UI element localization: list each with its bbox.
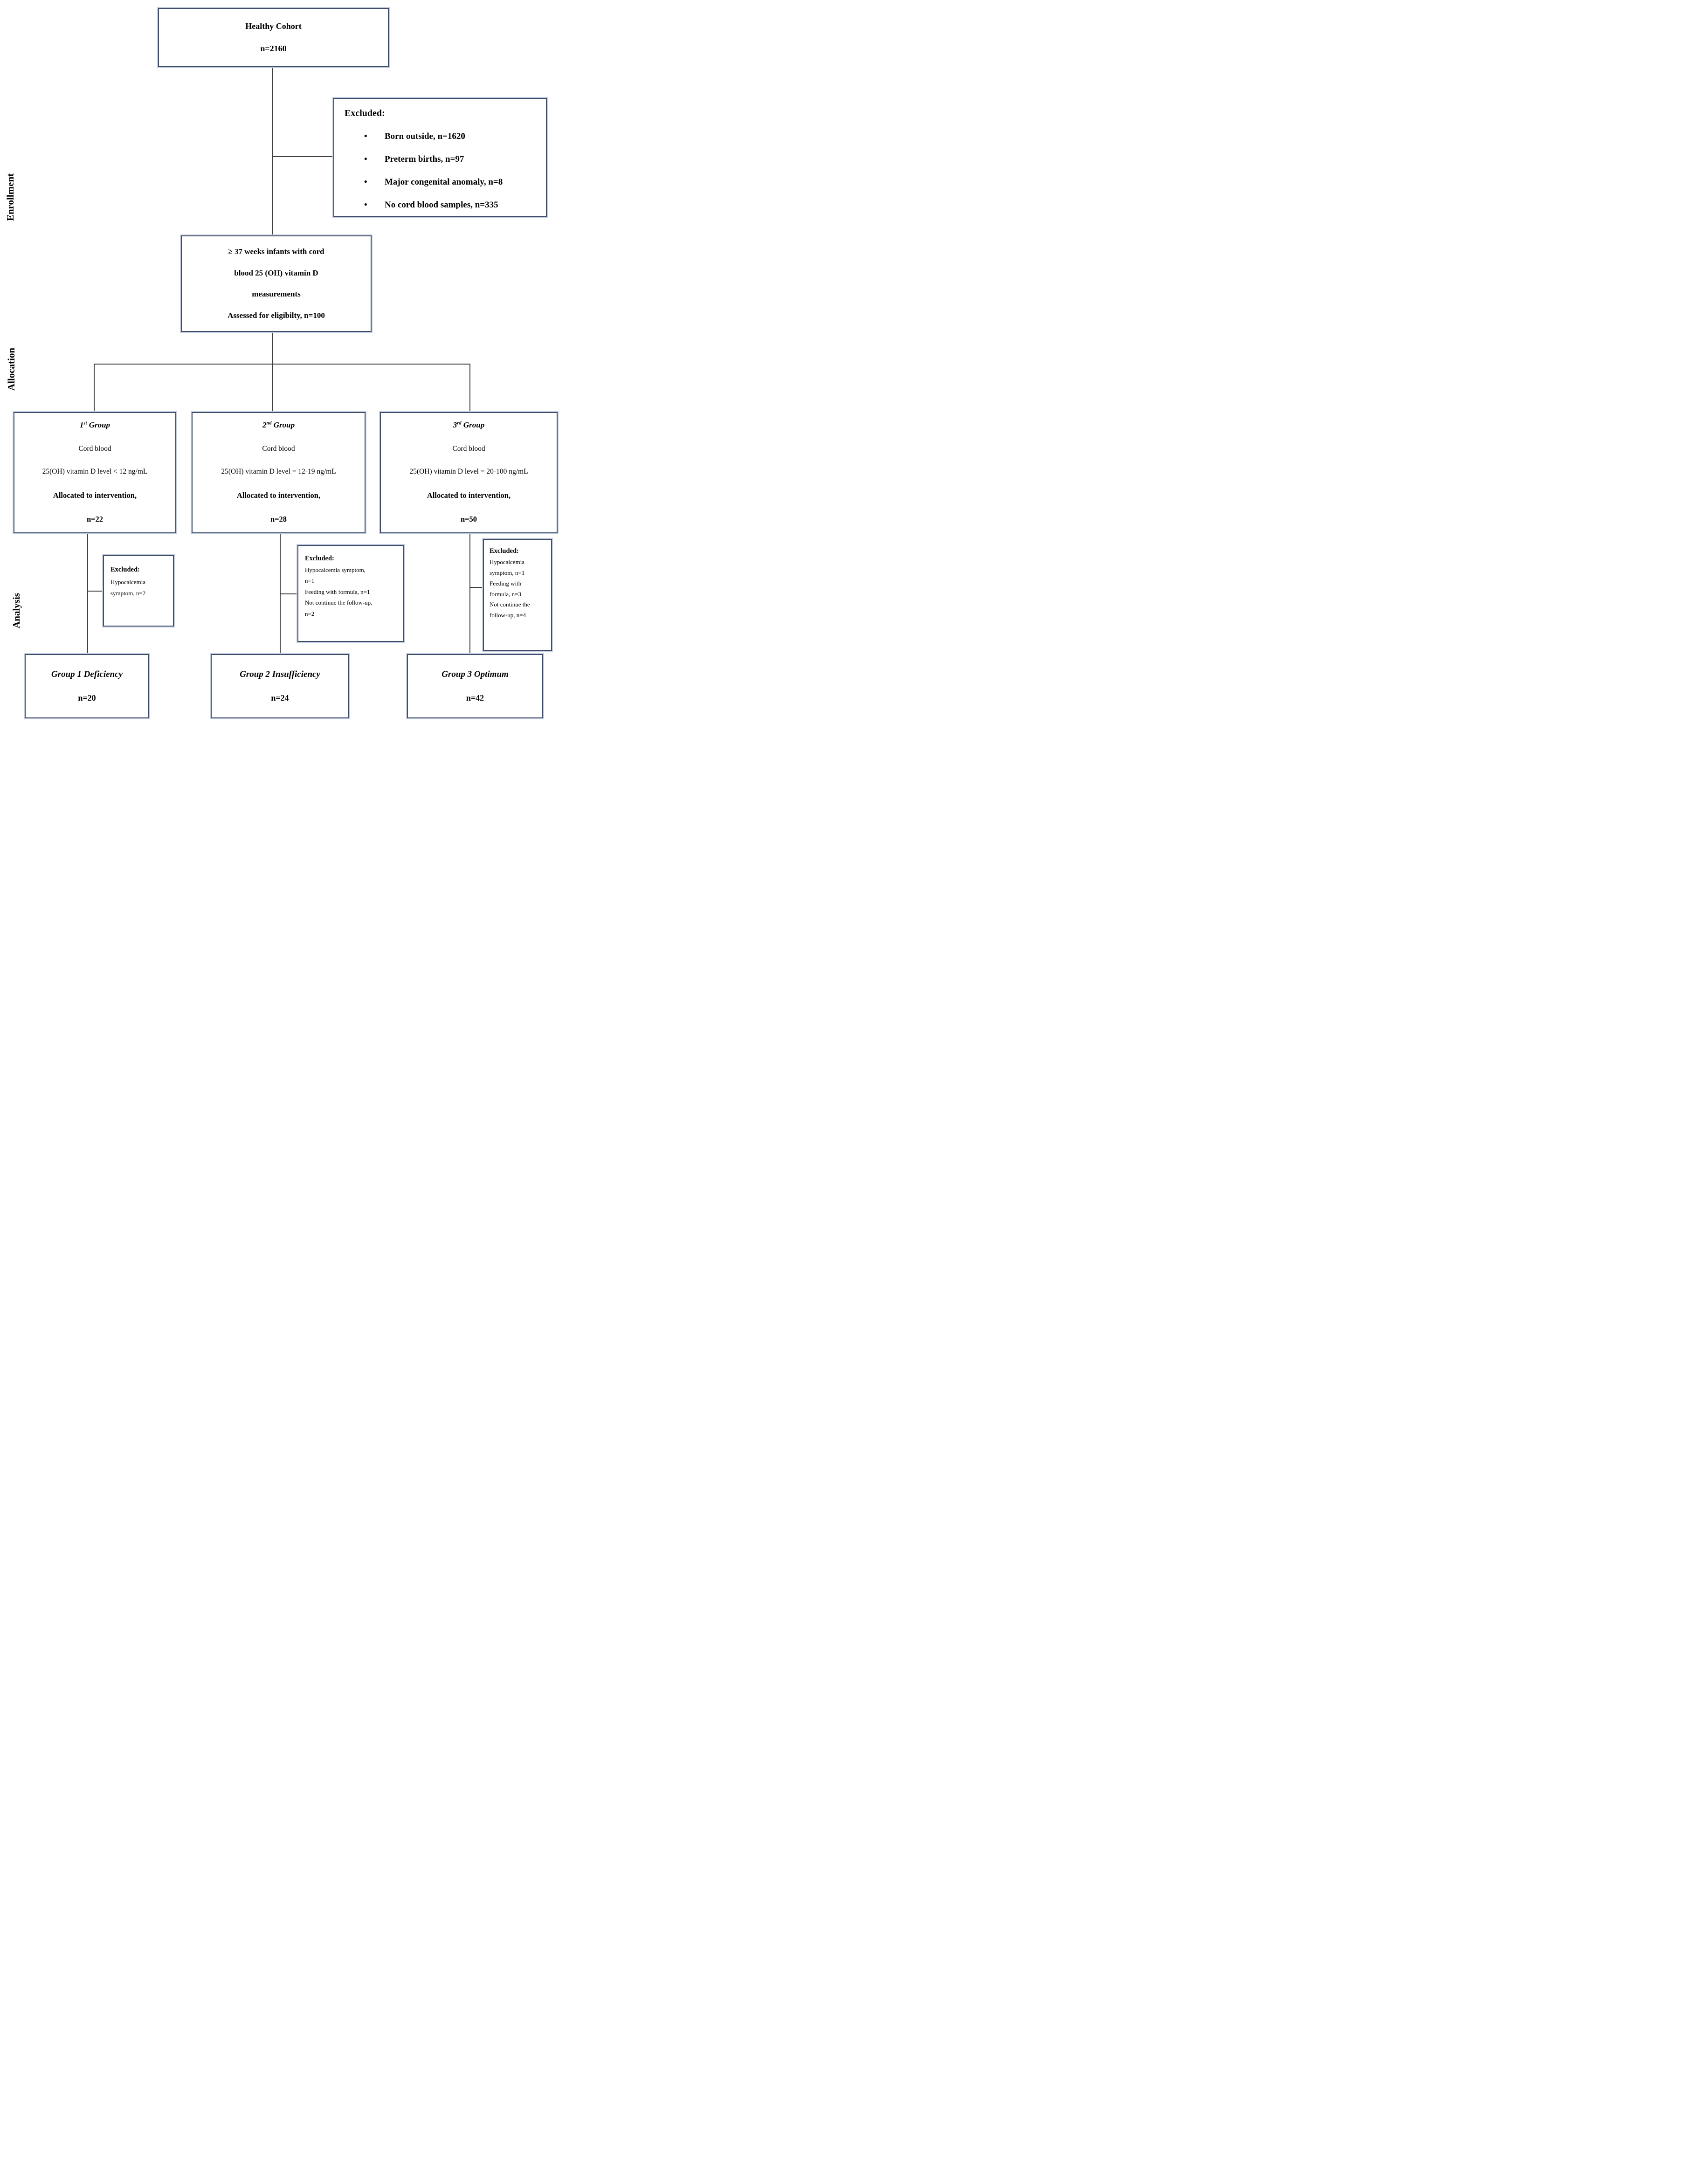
group1-title: 1st Group — [79, 420, 110, 429]
excluded-enrollment-title: Excluded: — [345, 108, 385, 118]
healthy-cohort-title: Healthy Cohort — [245, 21, 302, 31]
excluded-enrollment-list: Born outside, n=1620 Preterm births, n=9… — [345, 119, 503, 210]
excluded-group3-line: formula, n=3 — [490, 590, 521, 598]
final-group2-box: Group 2 Insufficiency n=24 — [211, 654, 349, 718]
connector-group1-to-final — [87, 533, 88, 654]
group2-n: n=28 — [270, 515, 287, 524]
group1-n: n=22 — [86, 515, 103, 524]
group3-box: 3rd Group Cord blood 25(OH) vitamin D le… — [380, 412, 558, 533]
group3-allocated: Allocated to intervention, — [427, 490, 511, 500]
excluded-group2-line: Not continue the follow-up, — [305, 599, 373, 606]
connector-top-to-eligibility — [272, 67, 273, 235]
excluded-item: Major congenital anomaly, n=8 — [364, 177, 503, 187]
group1-allocated: Allocated to intervention, — [53, 490, 137, 500]
group3-title: 3rd Group — [453, 420, 485, 429]
group1-box: 1st Group Cord blood 25(OH) vitamin D le… — [14, 412, 176, 533]
group2-cord-blood: Cord blood — [262, 444, 295, 453]
group3-level: 25(OH) vitamin D level = 20-100 ng/mL — [409, 468, 528, 475]
eligibility-line: blood 25 (OH) vitamin D — [234, 268, 318, 277]
drop-to-group1 — [94, 364, 95, 412]
excluded-group2-line: Hypocalcemia symptom, — [305, 566, 366, 574]
final-group3-box: Group 3 Optimum n=42 — [407, 654, 543, 718]
excluded-group3-line: Hypocalcemia — [490, 558, 525, 566]
group1-level: 25(OH) vitamin D level < 12 ng/mL — [42, 468, 148, 475]
stage-label-allocation: Allocation — [6, 347, 17, 391]
excluded-group1-box: Excluded: Hypocalcemia symptom, n=2 — [103, 555, 174, 627]
group2-level: 25(OH) vitamin D level = 12-19 ng/mL — [221, 468, 336, 475]
excluded-group3-line: follow-up, n=4 — [490, 612, 526, 619]
excluded-group1-title: Excluded: — [110, 566, 140, 573]
group2-title: 2nd Group — [262, 420, 295, 429]
final-group2-n: n=24 — [271, 693, 289, 703]
stage-label-enrollment: Enrollment — [5, 173, 16, 221]
eligibility-line: measurements — [252, 289, 301, 299]
excluded-group2-title: Excluded: — [305, 555, 334, 562]
healthy-cohort-n: n=2160 — [260, 43, 287, 53]
excluded-group3-box: Excluded: Hypocalcemia symptom, n=1 Feed… — [483, 539, 552, 651]
excluded-group2-line: n=2 — [305, 610, 315, 617]
excluded-group3-line: symptom, n=1 — [490, 569, 525, 577]
final-group2-title: Group 2 Insufficiency — [240, 669, 320, 679]
allocation-distribution-line — [94, 364, 470, 365]
healthy-cohort-box: Healthy Cohort n=2160 — [158, 8, 389, 67]
connector-eligibility-to-allocation — [272, 332, 273, 412]
final-group1-title: Group 1 Deficiency — [51, 669, 123, 679]
connector-group3-to-final — [469, 533, 470, 654]
connector-to-excluded-group3 — [469, 587, 483, 588]
final-group3-title: Group 3 Optimum — [441, 669, 509, 679]
excluded-enrollment-box: Excluded: Born outside, n=1620 Preterm b… — [333, 98, 547, 217]
excluded-item: Born outside, n=1620 — [364, 131, 503, 142]
final-group1-n: n=20 — [78, 693, 96, 703]
excluded-group2-line: n=1 — [305, 577, 315, 585]
drop-to-group3 — [469, 364, 470, 412]
group1-cord-blood: Cord blood — [78, 444, 111, 453]
excluded-group3-line: Feeding with — [490, 579, 522, 587]
group2-box: 2nd Group Cord blood 25(OH) vitamin D le… — [192, 412, 366, 533]
final-group1-box: Group 1 Deficiency n=20 — [25, 654, 149, 718]
excluded-group1-line: symptom, n=2 — [110, 590, 146, 597]
connector-to-excluded-group2 — [280, 593, 297, 594]
excluded-group3-line: Not continue the — [490, 601, 530, 608]
eligibility-line: ≥ 37 weeks infants with cord — [228, 247, 324, 256]
excluded-item: No cord blood samples, n=335 — [364, 200, 503, 210]
excluded-group2-box: Excluded: Hypocalcemia symptom, n=1 Feed… — [297, 545, 404, 642]
excluded-group2-line: Feeding with formula, n=1 — [305, 588, 370, 595]
excluded-group3-title: Excluded: — [490, 547, 519, 555]
stage-label-analysis: Analysis — [11, 593, 22, 628]
eligibility-box: ≥ 37 weeks infants with cord blood 25 (O… — [181, 235, 372, 332]
connector-to-excluded-group1 — [87, 591, 103, 592]
eligibility-line: Assessed for eligibilty, n=100 — [228, 311, 325, 320]
final-group3-n: n=42 — [466, 693, 484, 703]
excluded-group1-line: Hypocalcemia — [110, 578, 146, 586]
group2-allocated: Allocated to intervention, — [236, 490, 321, 500]
connector-to-excluded-top — [272, 156, 334, 157]
consort-flow-diagram: Enrollment Allocation Analysis Healthy C… — [0, 0, 566, 728]
group3-n: n=50 — [460, 515, 477, 524]
excluded-item: Preterm births, n=97 — [364, 154, 503, 165]
group3-cord-blood: Cord blood — [452, 444, 485, 453]
